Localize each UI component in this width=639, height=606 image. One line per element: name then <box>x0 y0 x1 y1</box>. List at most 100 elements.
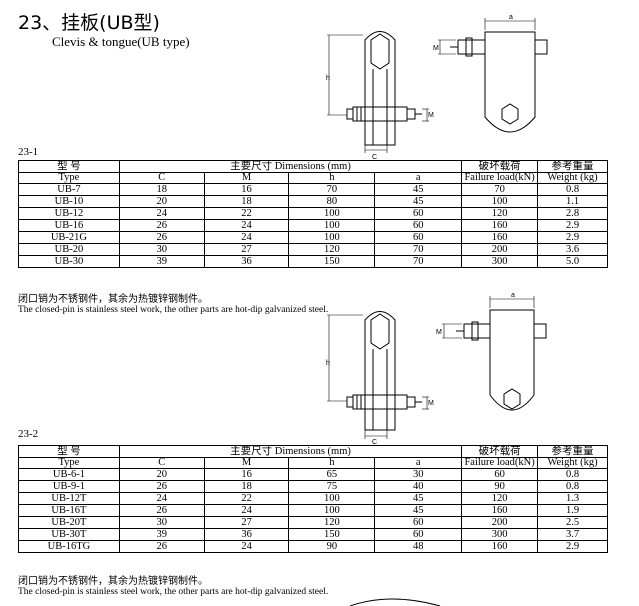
cell-a: 60 <box>374 207 463 220</box>
cell-c: 39 <box>118 255 205 268</box>
cell-a: 45 <box>374 492 463 505</box>
tongue-side-view-diagram: a M <box>436 292 547 411</box>
next-diagram-partial <box>349 598 441 606</box>
cell-type: UB-6-1 <box>18 468 120 481</box>
cell-type: UB-9-1 <box>18 480 120 493</box>
header-h: h <box>288 457 376 469</box>
cell-c: 30 <box>118 243 205 256</box>
cell-h: 100 <box>288 207 376 220</box>
header-dimensions: 主要尺寸 Dimensions (mm) <box>118 445 463 458</box>
cell-weight: 0.8 <box>537 480 608 493</box>
cell-weight: 0.8 <box>537 183 608 196</box>
cell-a: 45 <box>374 195 463 208</box>
cell-type: UB-20T <box>18 516 120 529</box>
cell-c: 18 <box>118 183 205 196</box>
dim-h-label: h <box>326 360 330 367</box>
cell-load: 160 <box>461 219 539 232</box>
header-c: C <box>118 172 205 184</box>
cell-a: 30 <box>374 468 463 481</box>
cell-weight: 3.7 <box>537 528 608 541</box>
dim-m-label: M <box>428 400 434 407</box>
cell-m: 16 <box>203 468 290 481</box>
cell-type: UB-16T <box>18 504 120 517</box>
cell-weight: 2.9 <box>537 219 608 232</box>
cell-c: 26 <box>118 504 205 517</box>
cell-weight: 5.0 <box>537 255 608 268</box>
cell-a: 48 <box>374 540 463 553</box>
cell-a: 60 <box>374 231 463 244</box>
cell-c: 26 <box>118 231 205 244</box>
cell-c: 26 <box>118 540 205 553</box>
header-h: h <box>288 172 376 184</box>
tongue-front-view-diagram: h C M <box>326 311 434 445</box>
cell-weight: 2.5 <box>537 516 608 529</box>
header-weight-cn: 参考重量 <box>537 160 608 173</box>
cell-weight: 2.8 <box>537 207 608 220</box>
header-type-cn: 型 号 <box>18 445 120 458</box>
cell-a: 45 <box>374 183 463 196</box>
table-label: 23-2 <box>18 428 39 440</box>
header-a: a <box>374 172 463 184</box>
cell-m: 22 <box>203 207 290 220</box>
cell-load: 90 <box>461 480 539 493</box>
cell-c: 24 <box>118 207 205 220</box>
header-load-en: Failure load(kN) <box>461 172 539 184</box>
cell-type: UB-16TG <box>18 540 120 553</box>
cell-weight: 2.9 <box>537 231 608 244</box>
cell-type: UB-7 <box>18 183 120 196</box>
dim-h-label: h <box>326 75 330 82</box>
cell-m: 27 <box>203 243 290 256</box>
cell-m: 27 <box>203 516 290 529</box>
page-subtitle: Clevis & tongue(UB type) <box>52 34 190 49</box>
cell-load: 100 <box>461 195 539 208</box>
cell-type: UB-21G <box>18 231 120 244</box>
cell-m: 24 <box>203 504 290 517</box>
dim-a-label: a <box>511 292 515 299</box>
dim-a-label: a <box>509 14 513 21</box>
cell-c: 39 <box>118 528 205 541</box>
table-label: 23-1 <box>18 146 39 158</box>
cell-m: 22 <box>203 492 290 505</box>
cell-type: UB-30T <box>18 528 120 541</box>
cell-load: 60 <box>461 468 539 481</box>
header-m: M <box>203 457 290 469</box>
cell-c: 26 <box>118 219 205 232</box>
cell-weight: 0.8 <box>537 468 608 481</box>
page-title: 23、挂板(UB型) <box>18 12 160 34</box>
clevis-front-view-diagram: h C M <box>326 31 434 160</box>
header-type-en: Type <box>18 172 120 184</box>
cell-weight: 1.3 <box>537 492 608 505</box>
cell-type: UB-16 <box>18 219 120 232</box>
cell-load: 70 <box>461 183 539 196</box>
dim-m-label: M <box>428 112 434 119</box>
cell-load: 200 <box>461 516 539 529</box>
header-weight-en: Weight (kg) <box>537 172 608 184</box>
header-load-en: Failure load(kN) <box>461 457 539 469</box>
cell-type: UB-30 <box>18 255 120 268</box>
cell-weight: 2.9 <box>537 540 608 553</box>
cell-a: 40 <box>374 480 463 493</box>
cell-c: 26 <box>118 480 205 493</box>
cell-a: 60 <box>374 516 463 529</box>
header-m: M <box>203 172 290 184</box>
dim-m-side-label: M <box>436 329 442 336</box>
header-type-en: Type <box>18 457 120 469</box>
cell-load: 300 <box>461 528 539 541</box>
header-a: a <box>374 457 463 469</box>
cell-load: 300 <box>461 255 539 268</box>
header-weight-cn: 参考重量 <box>537 445 608 458</box>
cell-a: 70 <box>374 243 463 256</box>
cell-type: UB-20 <box>18 243 120 256</box>
cell-type: UB-10 <box>18 195 120 208</box>
